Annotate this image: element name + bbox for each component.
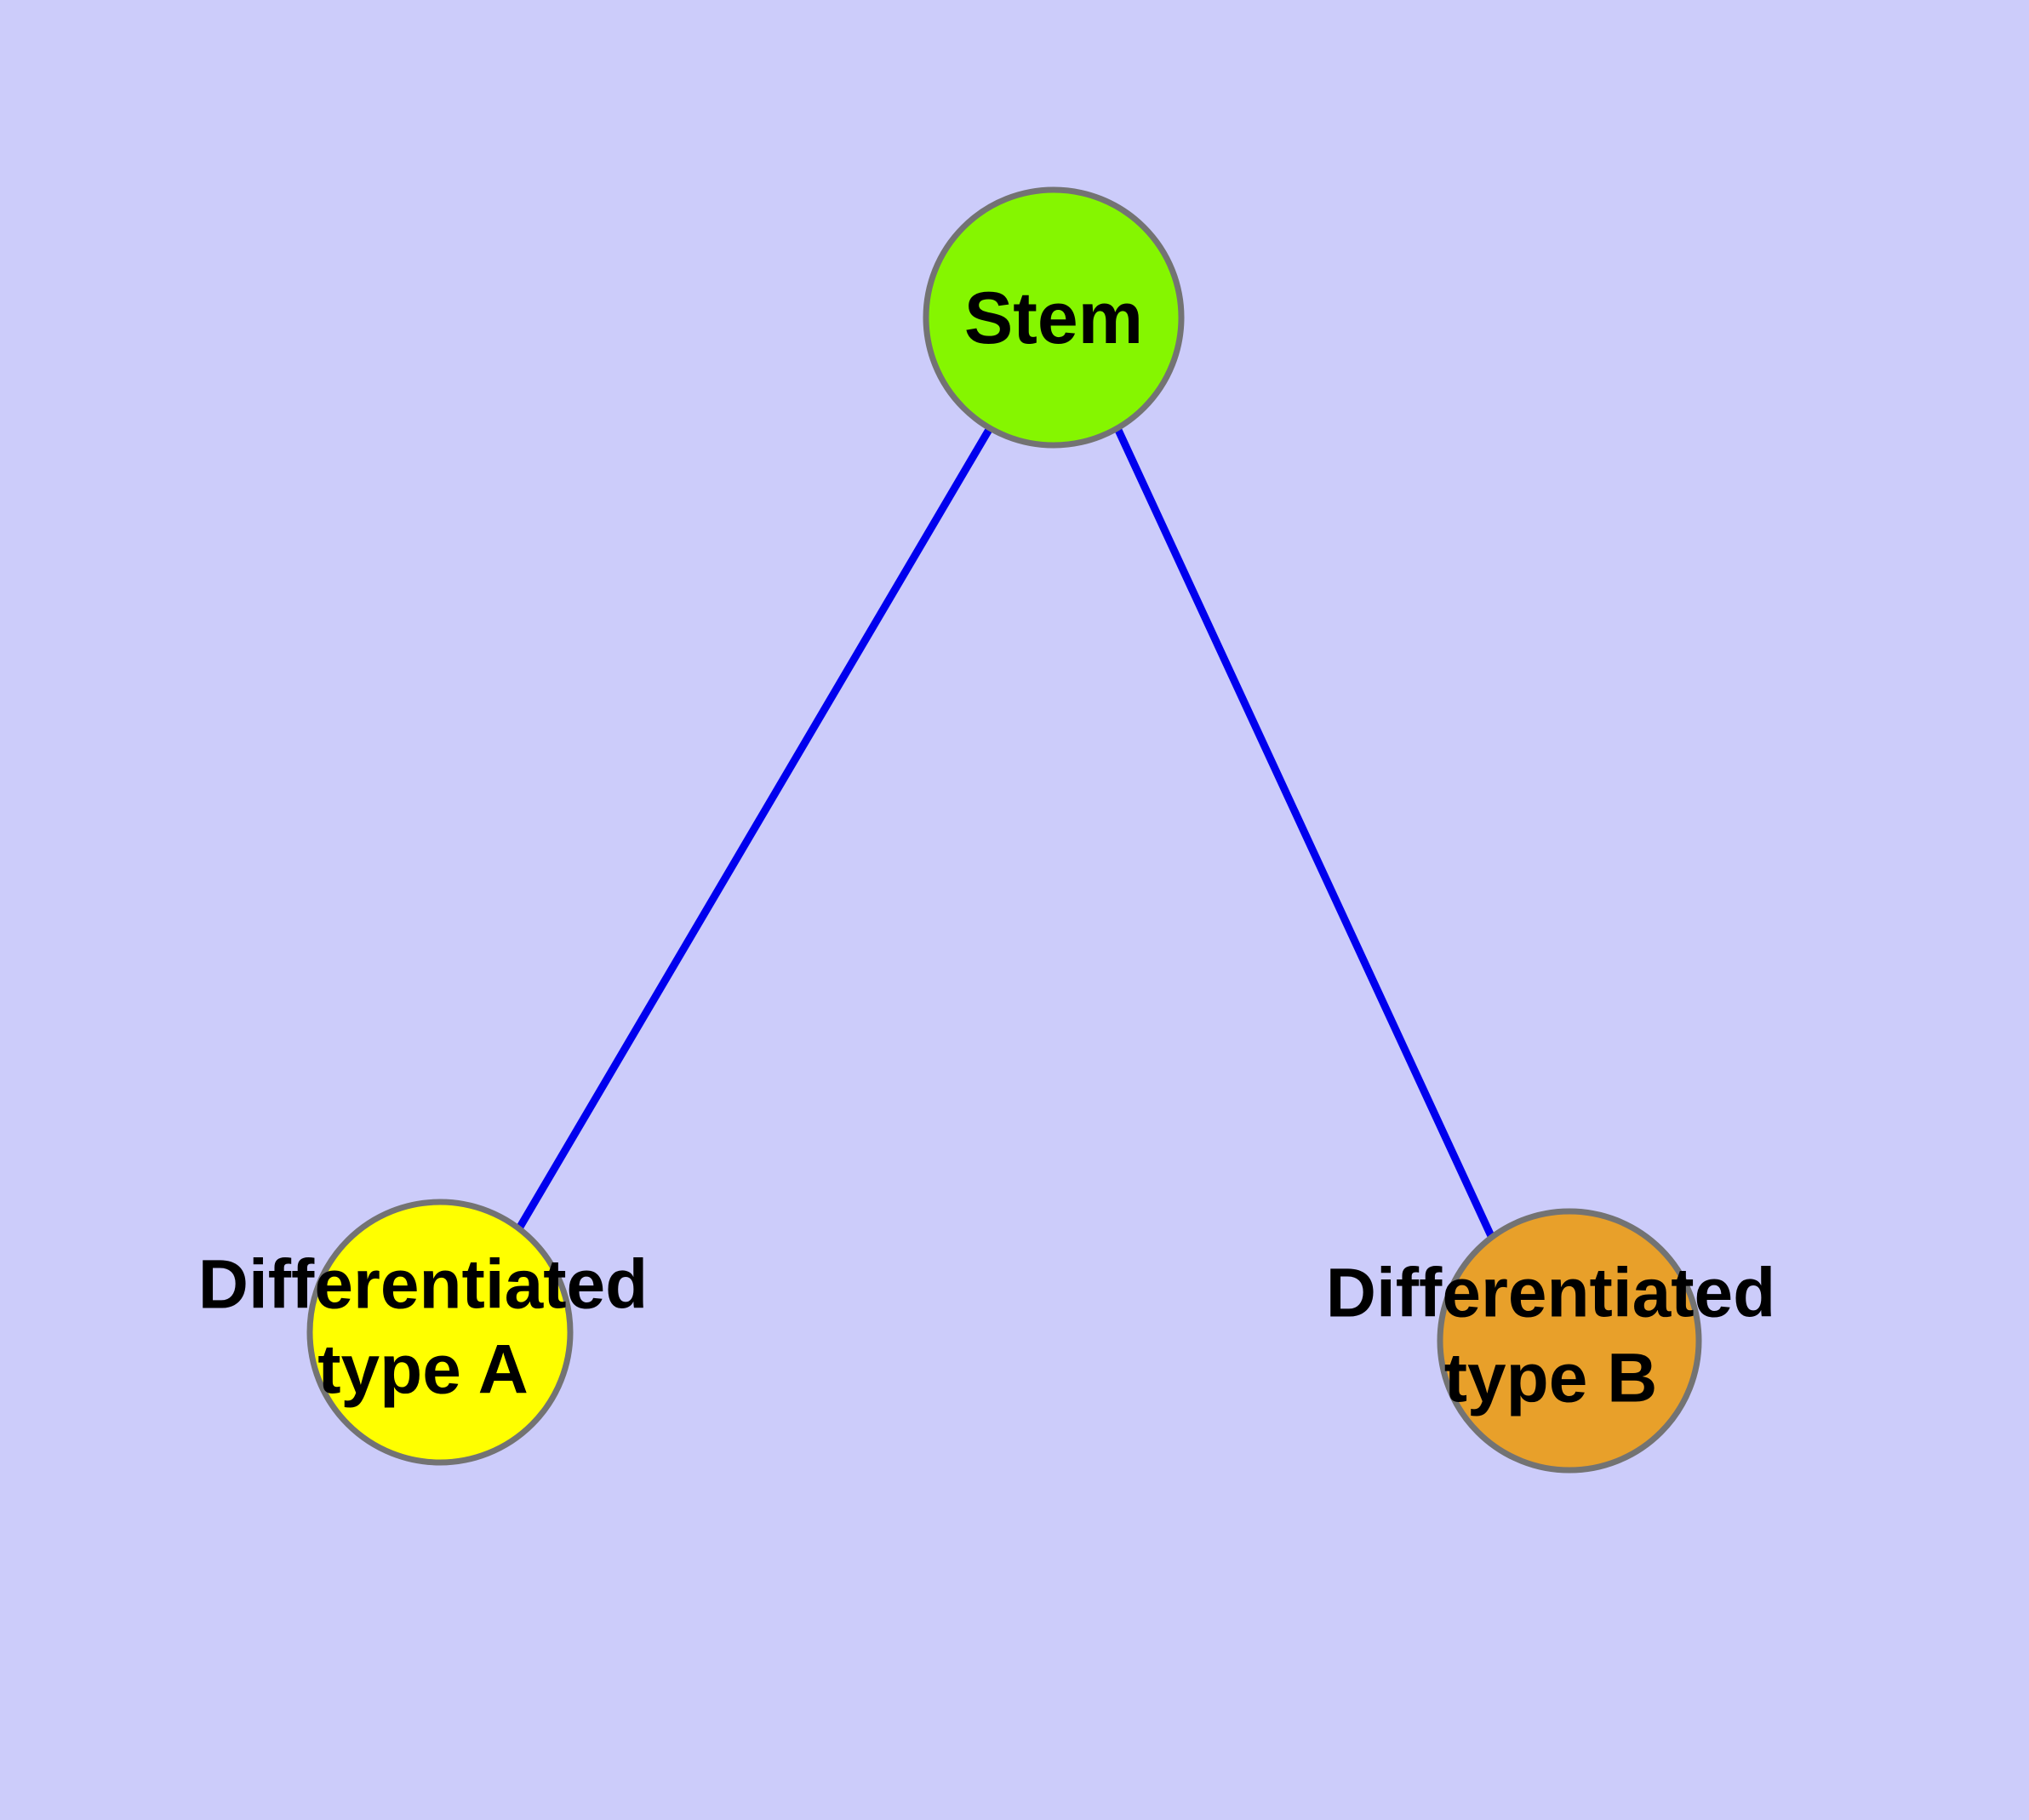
- graph-edge-stem-diff_a[interactable]: [516, 426, 993, 1231]
- graph-edge-stem-diff_b[interactable]: [1113, 426, 1495, 1238]
- graph-node-label-line: type B: [1444, 1340, 1658, 1417]
- graph-node-label-diff_b: Differentiated type B: [1326, 1255, 1776, 1417]
- nodes-layer: [306, 186, 1702, 1474]
- graph-node-label-line: Differentiated: [1326, 1255, 1776, 1332]
- edges-layer: [516, 426, 1495, 1238]
- graph-node-diff_a[interactable]: [306, 1199, 574, 1466]
- graph-node-label-line: Stem: [964, 278, 1143, 359]
- graph-node-label-line: type A: [317, 1331, 529, 1409]
- graph-node-diff_b[interactable]: [1437, 1208, 1702, 1474]
- graph-node-label-stem: Stem: [964, 278, 1143, 359]
- graph-node-label-line: Differentiated: [198, 1246, 649, 1324]
- graph-node-stem[interactable]: [923, 186, 1185, 449]
